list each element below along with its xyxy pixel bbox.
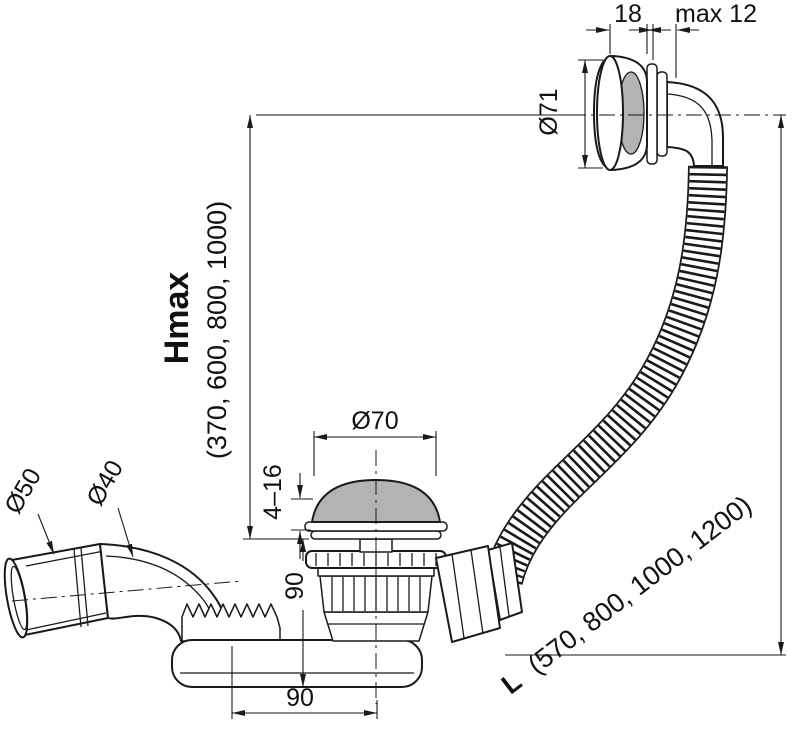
serrated-clamp <box>181 603 281 642</box>
flange-body <box>171 639 423 688</box>
leader-line <box>37 513 55 555</box>
dim-body-offset-label: 90 <box>286 684 314 712</box>
hose-length-l: L <box>496 666 527 700</box>
pipe-inner-wall-bottom <box>25 612 107 631</box>
nut-line-1 <box>451 553 465 639</box>
overflow-elbow <box>666 81 724 167</box>
overflow-cap-face <box>596 55 624 171</box>
overflow-head <box>593 55 724 171</box>
base-flange <box>171 639 423 688</box>
flexible-hose <box>483 165 728 586</box>
dim-hmax-values: (370, 600, 800, 1000) <box>202 201 232 459</box>
pipe-bead-2 <box>80 547 89 627</box>
nut-body <box>435 545 501 643</box>
leader-line <box>117 507 134 558</box>
overflow-elbow-inner <box>666 93 713 166</box>
dim-cap-width-label: 18 <box>614 0 642 28</box>
dim-plug-travel-label: 4–16 <box>259 464 287 520</box>
hose-nut <box>435 542 523 643</box>
hose-body <box>485 165 727 585</box>
dim-pipe-outer-label: Ø50 <box>0 464 47 519</box>
dim-body-height-label: 90 <box>281 572 309 600</box>
dim-plug-diameter-label: Ø70 <box>351 407 398 435</box>
nut-collar-line <box>499 546 510 617</box>
dim-pipe-inner-label: Ø40 <box>81 456 129 511</box>
dim-overflow-diameter-label: Ø71 <box>535 88 563 135</box>
pipe-inner-wall-top <box>25 550 105 567</box>
outlet-pipe <box>3 543 109 639</box>
dim-cap-max-label: max 12 <box>675 0 757 28</box>
overflow-flange-ring <box>656 71 668 157</box>
dim-hmax-label: Hmax <box>158 272 196 365</box>
pipe-mouth-inner <box>10 565 28 631</box>
pipe-centerline <box>11 580 243 602</box>
overflow-flange <box>646 63 658 165</box>
centerlines <box>11 114 779 704</box>
nut-line-2 <box>470 549 484 635</box>
pipe-bead-1 <box>73 548 82 628</box>
